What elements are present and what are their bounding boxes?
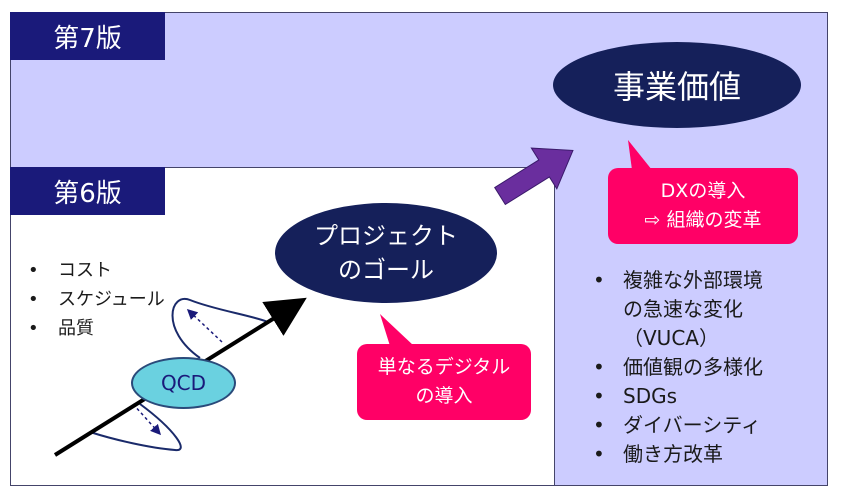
qcd-ellipse: QCD [131,357,236,409]
callout-dx-line1: DXの導入 [660,180,746,202]
seventh-edition-list: 複雑な外部環境 の急速な変化 （VUCA） 価値観の多様化 SDGs ダイバーシ… [593,266,813,469]
callout-dx-tail [628,140,652,170]
callout-digital-line2: の導入 [415,385,473,407]
list-item-continuation: の急速な変化 [623,297,743,321]
project-goal-line2: のゴール [338,256,434,284]
list-item: コスト [28,256,165,285]
business-value-ellipse: 事業価値 [553,42,801,128]
upper-loop [171,297,269,359]
lower-dotted-arrow [132,403,162,436]
list-item: 複雑な外部環境 [593,266,813,295]
sixth-edition-label: 第6版 [10,167,165,215]
list-item: 働き方改革 [593,440,813,469]
list-item: ダイバーシティ [593,411,813,440]
callout-digital: 単なるデジタル の導入 [357,344,531,420]
callout-digital-line1: 単なるデジタル [377,356,511,378]
sixth-edition-list: コスト スケジュール 品質 [28,256,165,343]
callout-digital-tail [380,314,414,346]
list-item: 価値観の多様化 [593,353,813,382]
purple-arrow [494,147,574,206]
callout-dx: DXの導入 ⇨ 組織の変革 [608,168,798,244]
callout-dx-line2: ⇨ 組織の変革 [644,209,762,231]
lower-loop [89,403,182,452]
list-item: 品質 [28,314,165,343]
list-item-continuation: （VUCA） [623,326,719,350]
project-goal-line1: プロジェクト [314,222,458,250]
project-goal-ellipse: プロジェクト のゴール [275,203,497,303]
list-item: SDGs [593,382,813,411]
list-item: スケジュール [28,285,165,314]
upper-dotted-arrow [186,308,223,343]
seventh-edition-label: 第7版 [10,12,165,60]
